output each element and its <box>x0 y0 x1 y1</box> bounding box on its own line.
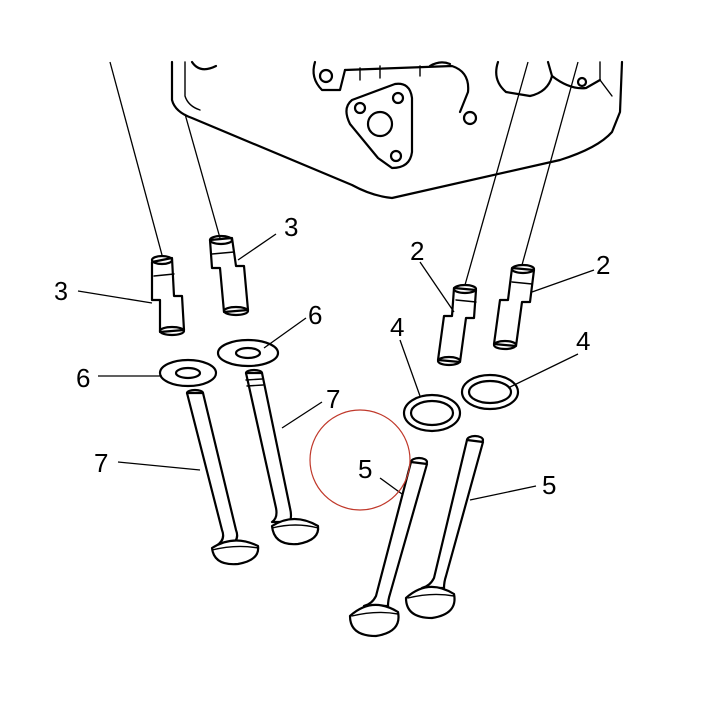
callout-washer-6-left: 6 <box>76 363 90 393</box>
valve-5-right <box>404 434 485 620</box>
washer-6-right <box>216 338 280 368</box>
callout-left-guide: 3 <box>54 276 68 306</box>
valve-7-left <box>185 388 260 566</box>
washer-6-left <box>158 358 218 388</box>
callout-valve-5-center: 5 <box>358 454 372 484</box>
valve-7-right <box>244 368 320 546</box>
valve-seal-4-left <box>402 393 462 433</box>
highlight-circle <box>309 409 411 511</box>
callout-leaders <box>77 233 595 501</box>
cylinder-head-casting <box>170 60 624 200</box>
callout-washer-6-right: 6 <box>308 300 322 330</box>
callout-guide-2-right: 2 <box>596 250 610 280</box>
callout-valve-7-left: 7 <box>94 448 108 478</box>
callout-guide-2-left: 2 <box>410 236 424 266</box>
callout-seal-4-left: 4 <box>390 312 404 342</box>
valve-guide-2-right <box>492 263 536 351</box>
valve-guide-2-left <box>436 283 478 367</box>
assembly-axis-lines <box>109 61 579 286</box>
callout-labels: 3 3 2 2 6 6 7 7 4 4 5 5 <box>54 212 610 500</box>
callout-guide-3: 3 <box>284 212 298 242</box>
valve-guide-3 <box>208 234 250 317</box>
valve-seal-4-right <box>460 373 520 411</box>
valve-guide-left <box>150 254 186 337</box>
callout-valve-7-right: 7 <box>326 384 340 414</box>
valve-5-center <box>348 456 429 638</box>
callout-seal-4-right: 4 <box>576 326 590 356</box>
callout-valve-5-right: 5 <box>542 470 556 500</box>
